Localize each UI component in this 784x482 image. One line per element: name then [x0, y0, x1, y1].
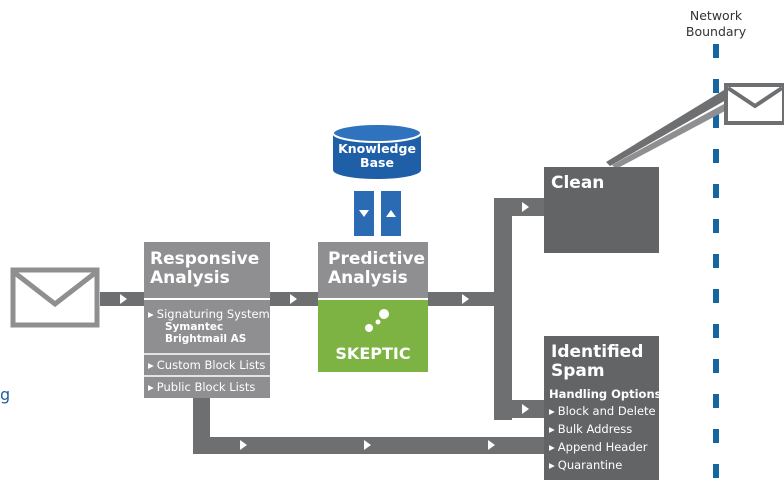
cropped-text-fragment: g	[0, 385, 11, 404]
responsive-analysis-title: Responsive Analysis	[150, 249, 260, 288]
arrow-icon	[364, 440, 371, 450]
arrow-icon	[522, 404, 529, 414]
arrow-icon	[522, 202, 529, 212]
option-quarantine: Quarantine	[549, 456, 666, 474]
exchange-arrows	[354, 191, 401, 236]
responsive-analysis-header-bg	[144, 242, 270, 298]
speed-lines-icon	[606, 90, 726, 166]
handling-options-label: Handling Options:	[549, 387, 667, 401]
signaturing-system-item: Signaturing System	[148, 307, 270, 321]
knowledge-base-label: Knowledge Base	[338, 141, 416, 170]
down-arrow-icon	[359, 210, 369, 217]
public-block-lists-item: Public Block Lists	[148, 380, 256, 394]
responsive-analysis-list: Signaturing System Symantec Brightmail A…	[148, 307, 270, 345]
flow-line-pred-out	[428, 292, 494, 306]
flow-line-to-clean	[494, 198, 544, 216]
skeptic-bubbles-icon	[365, 309, 389, 332]
clean-title: Clean	[551, 173, 605, 193]
network-boundary-label: Network Boundary	[685, 8, 747, 39]
arrow-icon	[120, 294, 127, 304]
skeptic-logo-text: SKEPTIC	[335, 344, 411, 363]
flow-arrows	[120, 202, 529, 450]
up-arrow-icon	[386, 210, 396, 217]
option-block-delete: Block and Delete	[549, 402, 666, 420]
outgoing-email-icon	[606, 83, 784, 169]
knowledge-base-icon	[332, 123, 422, 179]
identified-spam-title: Identified Spam	[551, 342, 644, 381]
clean-box-bg	[544, 167, 659, 253]
predictive-analysis-bg	[318, 242, 428, 298]
incoming-email-icon	[10, 267, 100, 328]
arrow-icon	[240, 440, 247, 450]
arrow-icon	[488, 440, 495, 450]
flow-line-to-spam	[494, 400, 544, 418]
option-bulk-address: Bulk Address	[549, 420, 666, 438]
symantec-label: Symantec	[165, 321, 224, 333]
option-append-header: Append Header	[549, 438, 666, 456]
brightmail-label: Brightmail AS	[165, 333, 247, 345]
flow-line-branch-vertical	[494, 198, 512, 420]
custom-block-lists-item: Custom Block Lists	[148, 358, 266, 372]
predictive-analysis-title: Predictive Analysis	[328, 249, 426, 288]
handling-options: Handling Options: Block and Delete Bulk …	[549, 387, 666, 474]
arrow-icon	[290, 294, 297, 304]
arrow-icon	[462, 294, 469, 304]
skeptic-logo-bg	[318, 300, 428, 372]
